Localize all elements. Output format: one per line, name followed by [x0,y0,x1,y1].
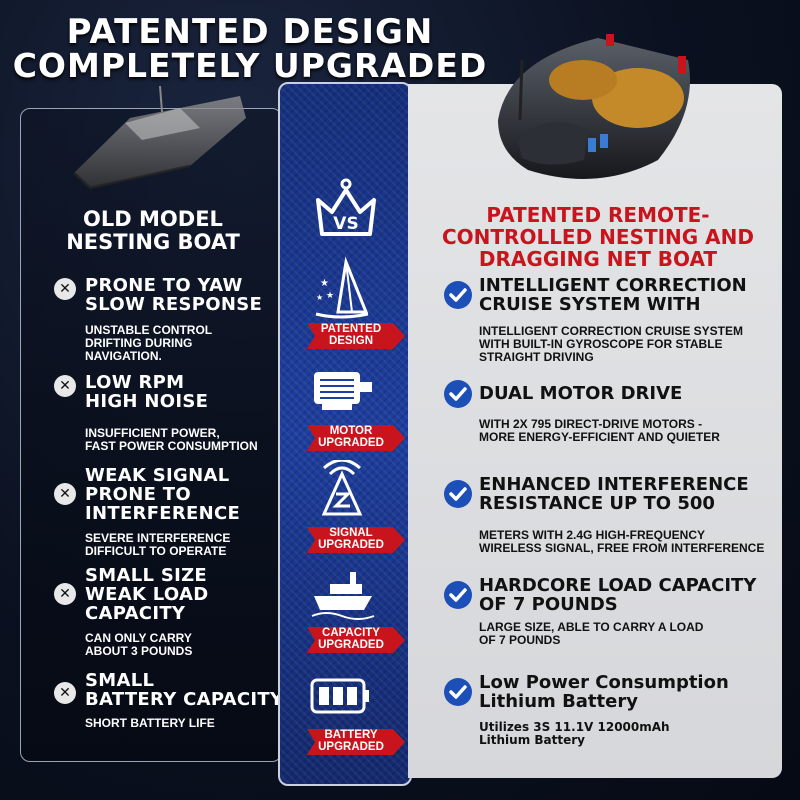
comparison-strip: VS ★ ★ ★ [278,82,412,786]
x-icon: ✕ [54,375,76,397]
upgrade-banner: SIGNAL UPGRADED [307,525,407,555]
check-icon [444,380,472,408]
banner-label: PATENTED DESIGN [320,323,382,347]
check-icon [444,678,472,706]
old-item-heading: LOW RPM HIGH NOISE [85,372,209,412]
x-icon: ✕ [54,682,76,704]
headline-line-1: PATENTED DESIGN [66,12,434,52]
old-item-heading: SMALL SIZE WEAK LOAD CAPACITY [85,565,209,624]
new-item-heading: Low Power Consumption Lithium Battery [479,672,729,712]
old-item-detail: INSUFFICIENT POWER, FAST POWER CONSUMPTI… [85,426,258,453]
patent-icon: ★ ★ ★ [315,256,369,319]
svg-text:★: ★ [316,293,323,302]
check-icon [444,281,472,309]
old-item-heading: SMALL BATTERY CAPACITY [85,670,284,710]
new-item-heading: INTELLIGENT CORRECTION CRUISE SYSTEM WIT… [479,275,747,315]
upgrade-banner: MOTOR UPGRADED [307,423,407,453]
new-item-detail: Utilizes 3S 11.1V 12000mAh Lithium Batte… [479,720,670,747]
new-model-title: PATENTED REMOTE- CONTROLLED NESTING AND … [441,203,754,271]
old-item-heading: WEAK SIGNAL PRONE TO INTERFERENCE [85,465,241,524]
svg-text:★: ★ [326,291,334,301]
ship-icon [311,572,375,620]
old-model-panel [20,108,282,762]
new-item-detail: WITH 2X 795 DIRECT-DRIVE MOTORS - MORE E… [479,417,720,444]
x-icon: ✕ [54,583,76,605]
old-item-detail: UNSTABLE CONTROL DRIFTING DURING NAVIGAT… [85,323,213,363]
banner-label: BATTERY UPGRADED [318,729,384,753]
x-icon: ✕ [54,483,76,505]
signal-icon [321,460,363,516]
svg-text:★: ★ [320,278,329,289]
old-boat-image [72,85,246,190]
new-item-detail: LARGE SIZE, ABLE TO CARRY A LOAD OF 7 PO… [479,620,704,647]
battery-icon [310,678,369,714]
new-item-heading: DUAL MOTOR DRIVE [479,383,683,404]
banner-label: MOTOR UPGRADED [318,425,384,449]
vs-label: VS [333,214,358,234]
banner-label: CAPACITY UPGRADED [318,627,384,651]
vs-crown-icon: VS [316,178,376,236]
x-icon: ✕ [54,278,76,300]
new-item-detail: METERS WITH 2.4G HIGH-FREQUENCY WIRELESS… [479,528,765,555]
check-icon [444,480,472,508]
new-item-detail: INTELLIGENT CORRECTION CRUISE SYSTEM WIT… [479,324,744,364]
headline-line-2: COMPLETELY UPGRADED [12,46,488,85]
new-model-panel [408,84,782,778]
new-item-heading: ENHANCED INTERFERENCE RESISTANCE UP TO 5… [479,474,749,514]
check-icon [444,581,472,609]
upgrade-banner: PATENTED DESIGN [307,321,407,351]
old-item-detail: SHORT BATTERY LIFE [85,716,215,730]
motor-icon [314,372,372,410]
upgrade-banner: BATTERY UPGRADED [307,727,407,757]
old-model-title: OLD MODEL NESTING BOAT [66,207,240,254]
old-item-heading: PRONE TO YAW SLOW RESPONSE [85,275,263,315]
old-item-detail: SEVERE INTERFERENCE DIFFICULT TO OPERATE [85,531,231,558]
old-item-detail: CAN ONLY CARRY ABOUT 3 POUNDS [85,631,193,658]
new-item-heading: HARDCORE LOAD CAPACITY OF 7 POUNDS [479,575,757,615]
upgrade-banner: CAPACITY UPGRADED [307,625,407,655]
banner-label: SIGNAL UPGRADED [318,527,384,551]
new-boat-image [498,34,690,179]
